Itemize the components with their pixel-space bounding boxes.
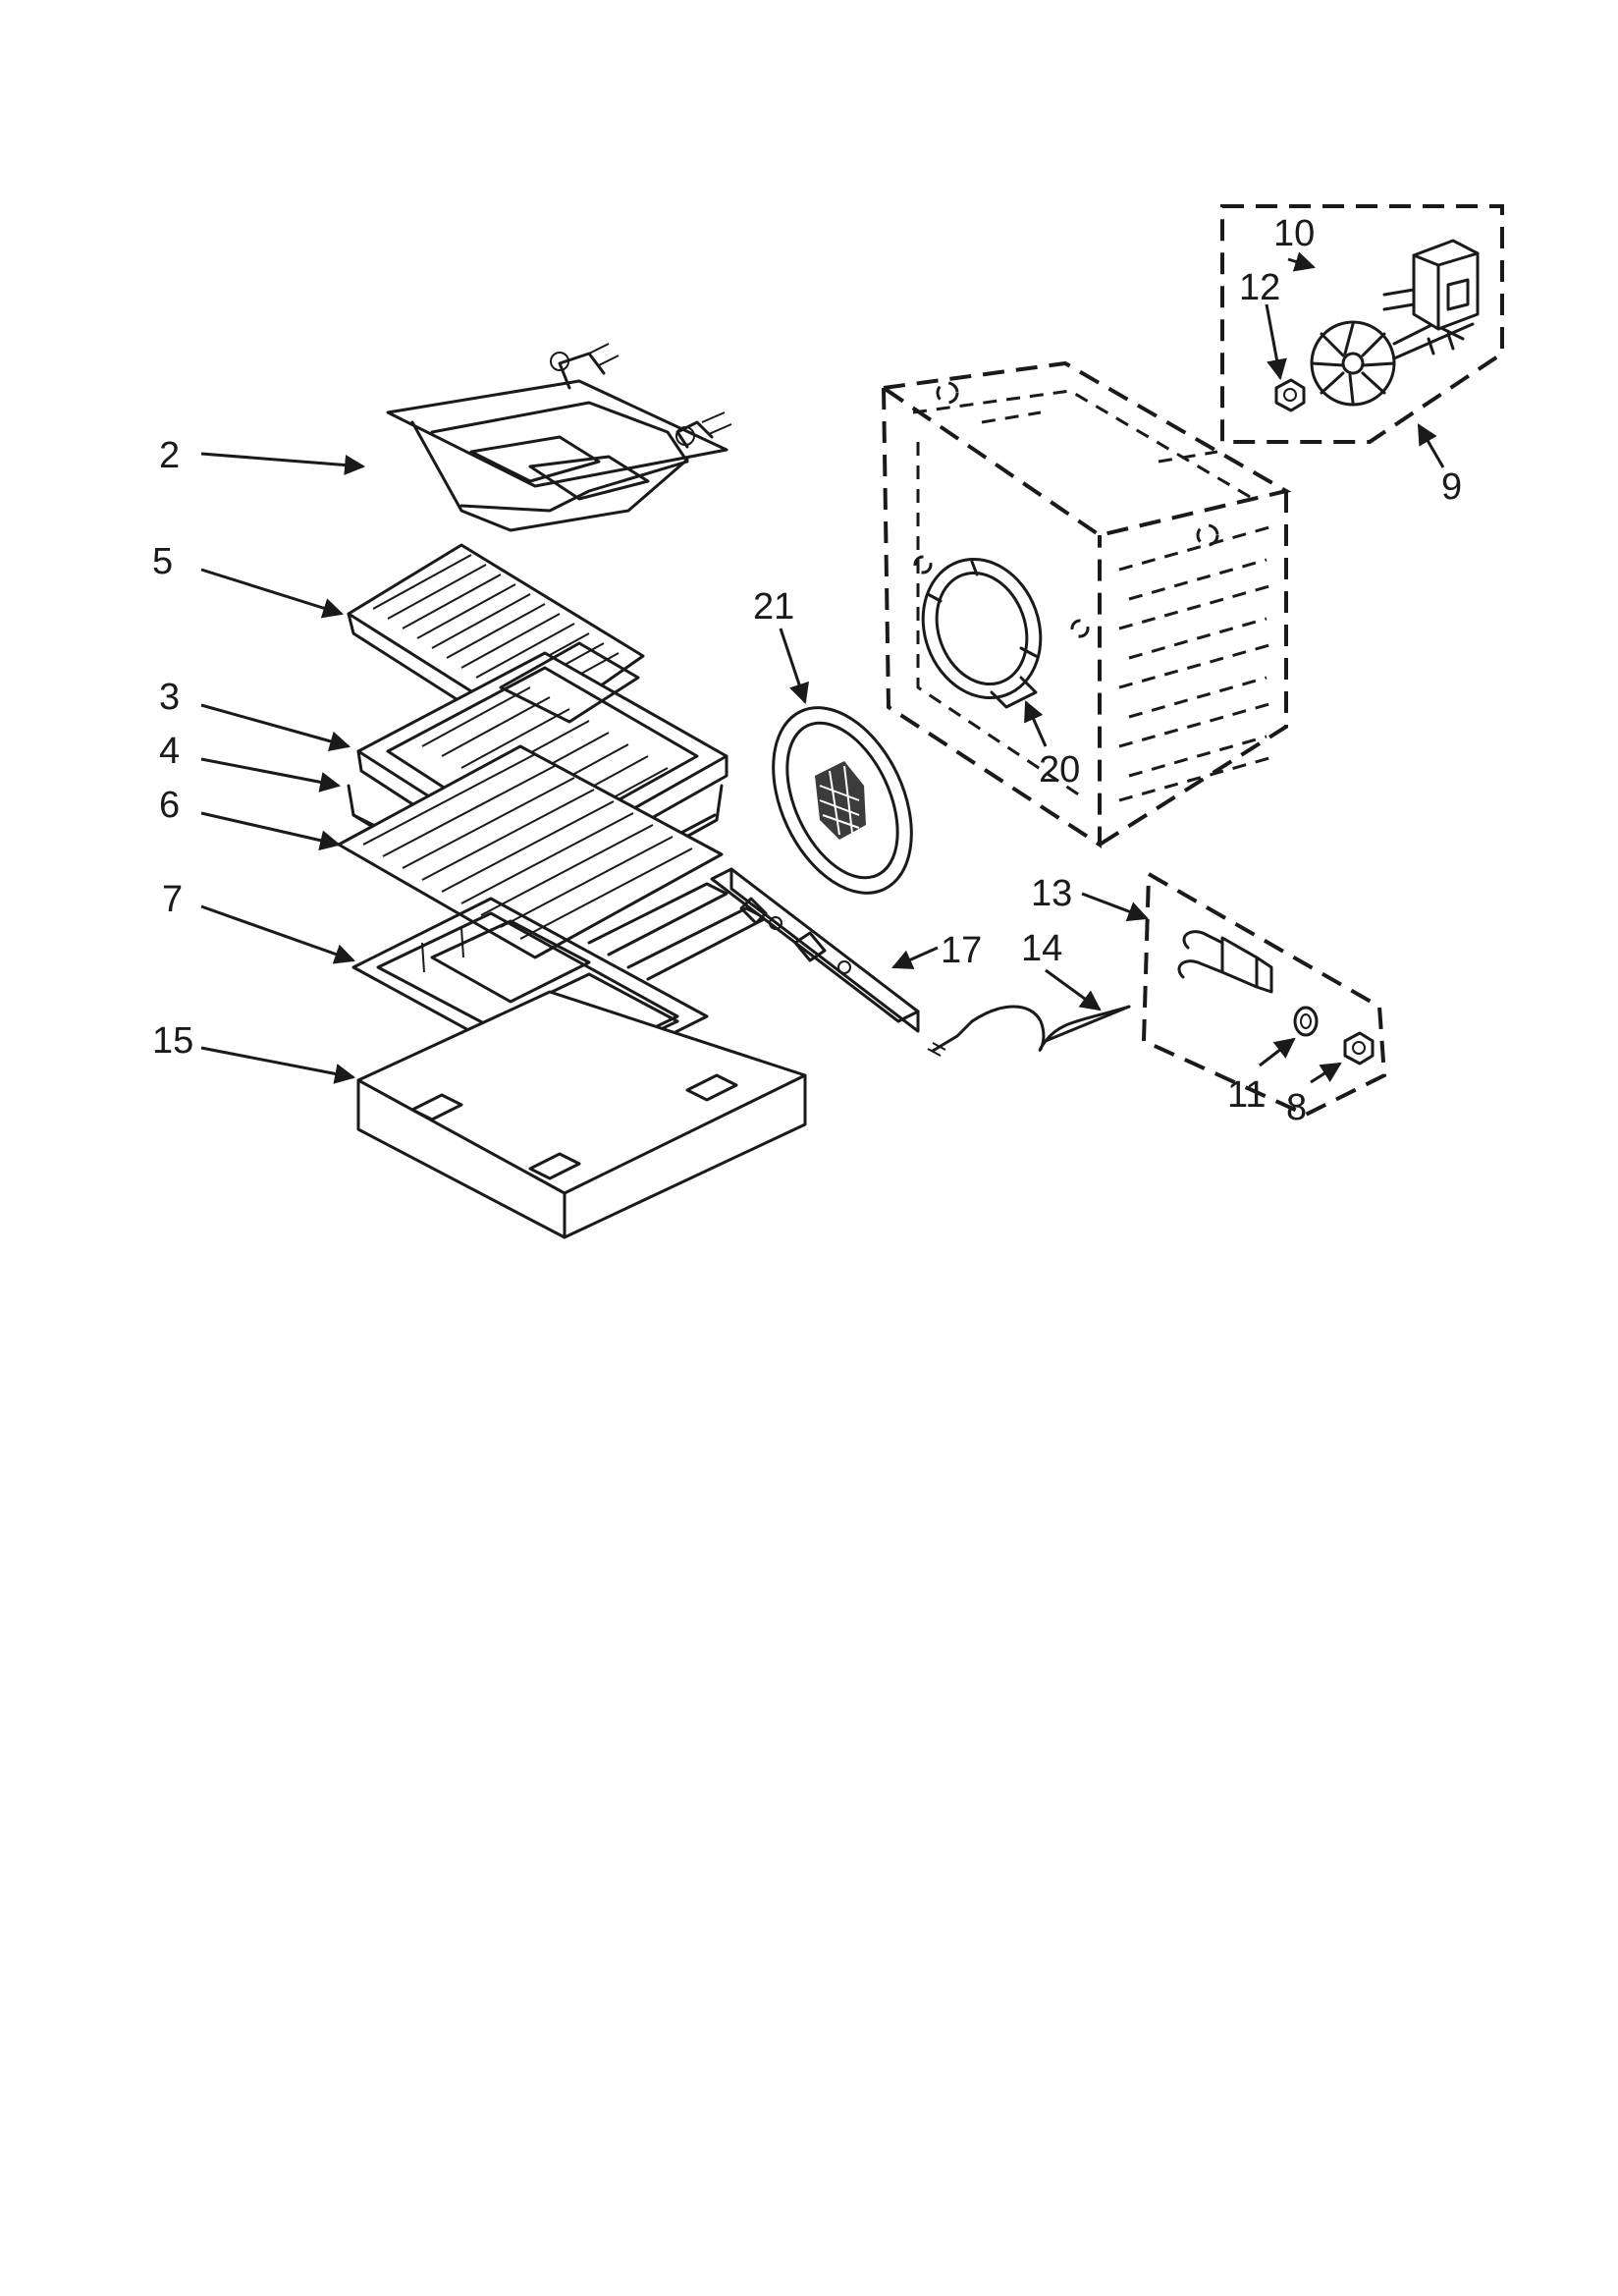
callout-6: 6 xyxy=(159,785,180,826)
fan-shroud-part xyxy=(921,557,1043,709)
callout-3: 3 xyxy=(159,677,180,718)
callout-2: 2 xyxy=(159,435,180,476)
bottom-tray-part xyxy=(356,990,807,1239)
callout-7: 7 xyxy=(162,879,183,920)
callout-8: 8 xyxy=(1286,1087,1307,1128)
callout-4: 4 xyxy=(159,731,180,772)
callout-5: 5 xyxy=(152,541,173,582)
callout-labels: 2 5 3 4 6 7 15 21 20 17 14 13 11 8 10 12… xyxy=(152,213,1462,1128)
callout-12: 12 xyxy=(1239,267,1280,308)
broil-element-part xyxy=(386,343,732,532)
rear-cover-part xyxy=(772,706,913,895)
convection-fan-group xyxy=(1220,204,1504,444)
light-assembly-group xyxy=(1141,870,1387,1118)
callout-17: 17 xyxy=(941,930,982,971)
callout-14: 14 xyxy=(1021,928,1062,969)
callout-10: 10 xyxy=(1273,213,1315,254)
bracket-part xyxy=(710,867,920,1033)
callout-9: 9 xyxy=(1441,466,1462,508)
callout-11: 11 xyxy=(1227,1074,1266,1116)
callout-13: 13 xyxy=(1031,873,1072,914)
callout-15: 15 xyxy=(152,1020,193,1062)
oven-rack-part xyxy=(337,744,724,959)
leader-arrows xyxy=(200,251,1445,1084)
meat-probe-part xyxy=(927,1005,1131,1057)
oven-cavity xyxy=(878,360,1292,848)
callout-21: 21 xyxy=(753,586,794,628)
callout-20: 20 xyxy=(1039,749,1080,791)
